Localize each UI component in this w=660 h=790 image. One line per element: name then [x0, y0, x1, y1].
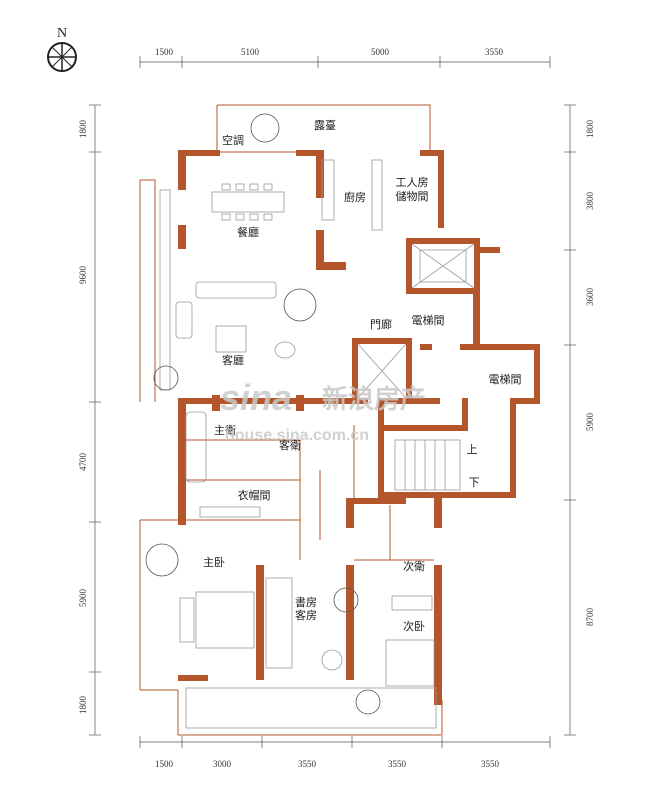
dim-top-4: 3550 [485, 47, 504, 57]
room-second-bath: 次衛 [403, 559, 425, 573]
room-aircon: 空調 [222, 133, 244, 147]
furniture [159, 159, 475, 729]
watermark-brand: sina [220, 377, 292, 418]
stair-up-label: 上 [467, 443, 478, 456]
room-guest-bath: 客衛 [279, 438, 301, 452]
dim-right-3: 3600 [585, 288, 595, 307]
dim-left-3: 4700 [78, 453, 88, 472]
dim-left-4: 5900 [78, 589, 88, 608]
room-living: 客廳 [222, 353, 244, 367]
dim-right-2: 3800 [585, 192, 595, 211]
dim-top-2: 5100 [241, 47, 260, 57]
plants [145, 113, 381, 715]
room-corridor: 門廊 [370, 317, 392, 331]
dimension-labels-bottom: 1500 3000 3550 3550 3550 [155, 759, 500, 769]
watermark-brand-cn: 新浪房产 [322, 384, 426, 414]
watermark-url: house.sina.com.cn [225, 427, 369, 444]
room-terrace: 露臺 [314, 118, 336, 132]
dim-bottom-4: 3550 [388, 759, 407, 769]
room-master-bedroom: 主卧 [203, 556, 225, 569]
room-elevator-2: 電梯間 [489, 373, 522, 386]
north-arrow-icon: N [47, 26, 77, 72]
room-elevator-1: 電梯間 [412, 314, 445, 327]
dim-bottom-3: 3550 [298, 759, 317, 769]
dim-bottom-2: 3000 [213, 759, 232, 769]
walls [178, 150, 540, 705]
stair-down-label: 下 [469, 476, 480, 489]
dim-left-2: 9600 [78, 266, 88, 285]
dim-right-1: 1800 [585, 120, 595, 139]
watermark: sina 新浪房产 house.sina.com.cn [220, 377, 426, 444]
dim-bottom-5: 3550 [481, 759, 500, 769]
dimension-labels-top: 1500 5100 5000 3550 [155, 47, 504, 57]
dimension-labels-left: 1800 9600 4700 5900 1800 [78, 120, 88, 715]
room-closet: 衣帽間 [238, 488, 271, 502]
room-study: 書房 [295, 595, 317, 609]
dim-left-1: 1800 [78, 120, 88, 139]
compass-label: N [57, 26, 67, 41]
outer-outline [139, 104, 443, 736]
room-master-bath: 主衛 [214, 424, 236, 437]
dim-top-3: 5000 [371, 47, 390, 57]
partitions [186, 151, 434, 561]
dimension-lines [89, 56, 576, 748]
room-storage: 儲物間 [396, 189, 429, 203]
dim-bottom-1: 1500 [155, 759, 174, 769]
dim-top-1: 1500 [155, 47, 174, 57]
room-kitchen: 廚房 [344, 190, 366, 204]
room-labels: 露臺 空調 廚房 工人房 儲物間 餐廳 客廳 門廊 電梯間 電梯間 主衛 客衛 … [203, 118, 522, 633]
room-guest-room: 客房 [295, 608, 317, 622]
room-servant: 工人房 [396, 176, 429, 189]
dimension-labels-right: 1800 3800 3600 5900 8700 [585, 120, 595, 627]
dim-right-4: 5900 [585, 413, 595, 432]
dim-left-5: 1800 [78, 696, 88, 715]
dim-right-5: 8700 [585, 608, 595, 627]
room-dining: 餐廳 [237, 225, 259, 239]
room-second-bedroom: 次卧 [403, 619, 425, 633]
